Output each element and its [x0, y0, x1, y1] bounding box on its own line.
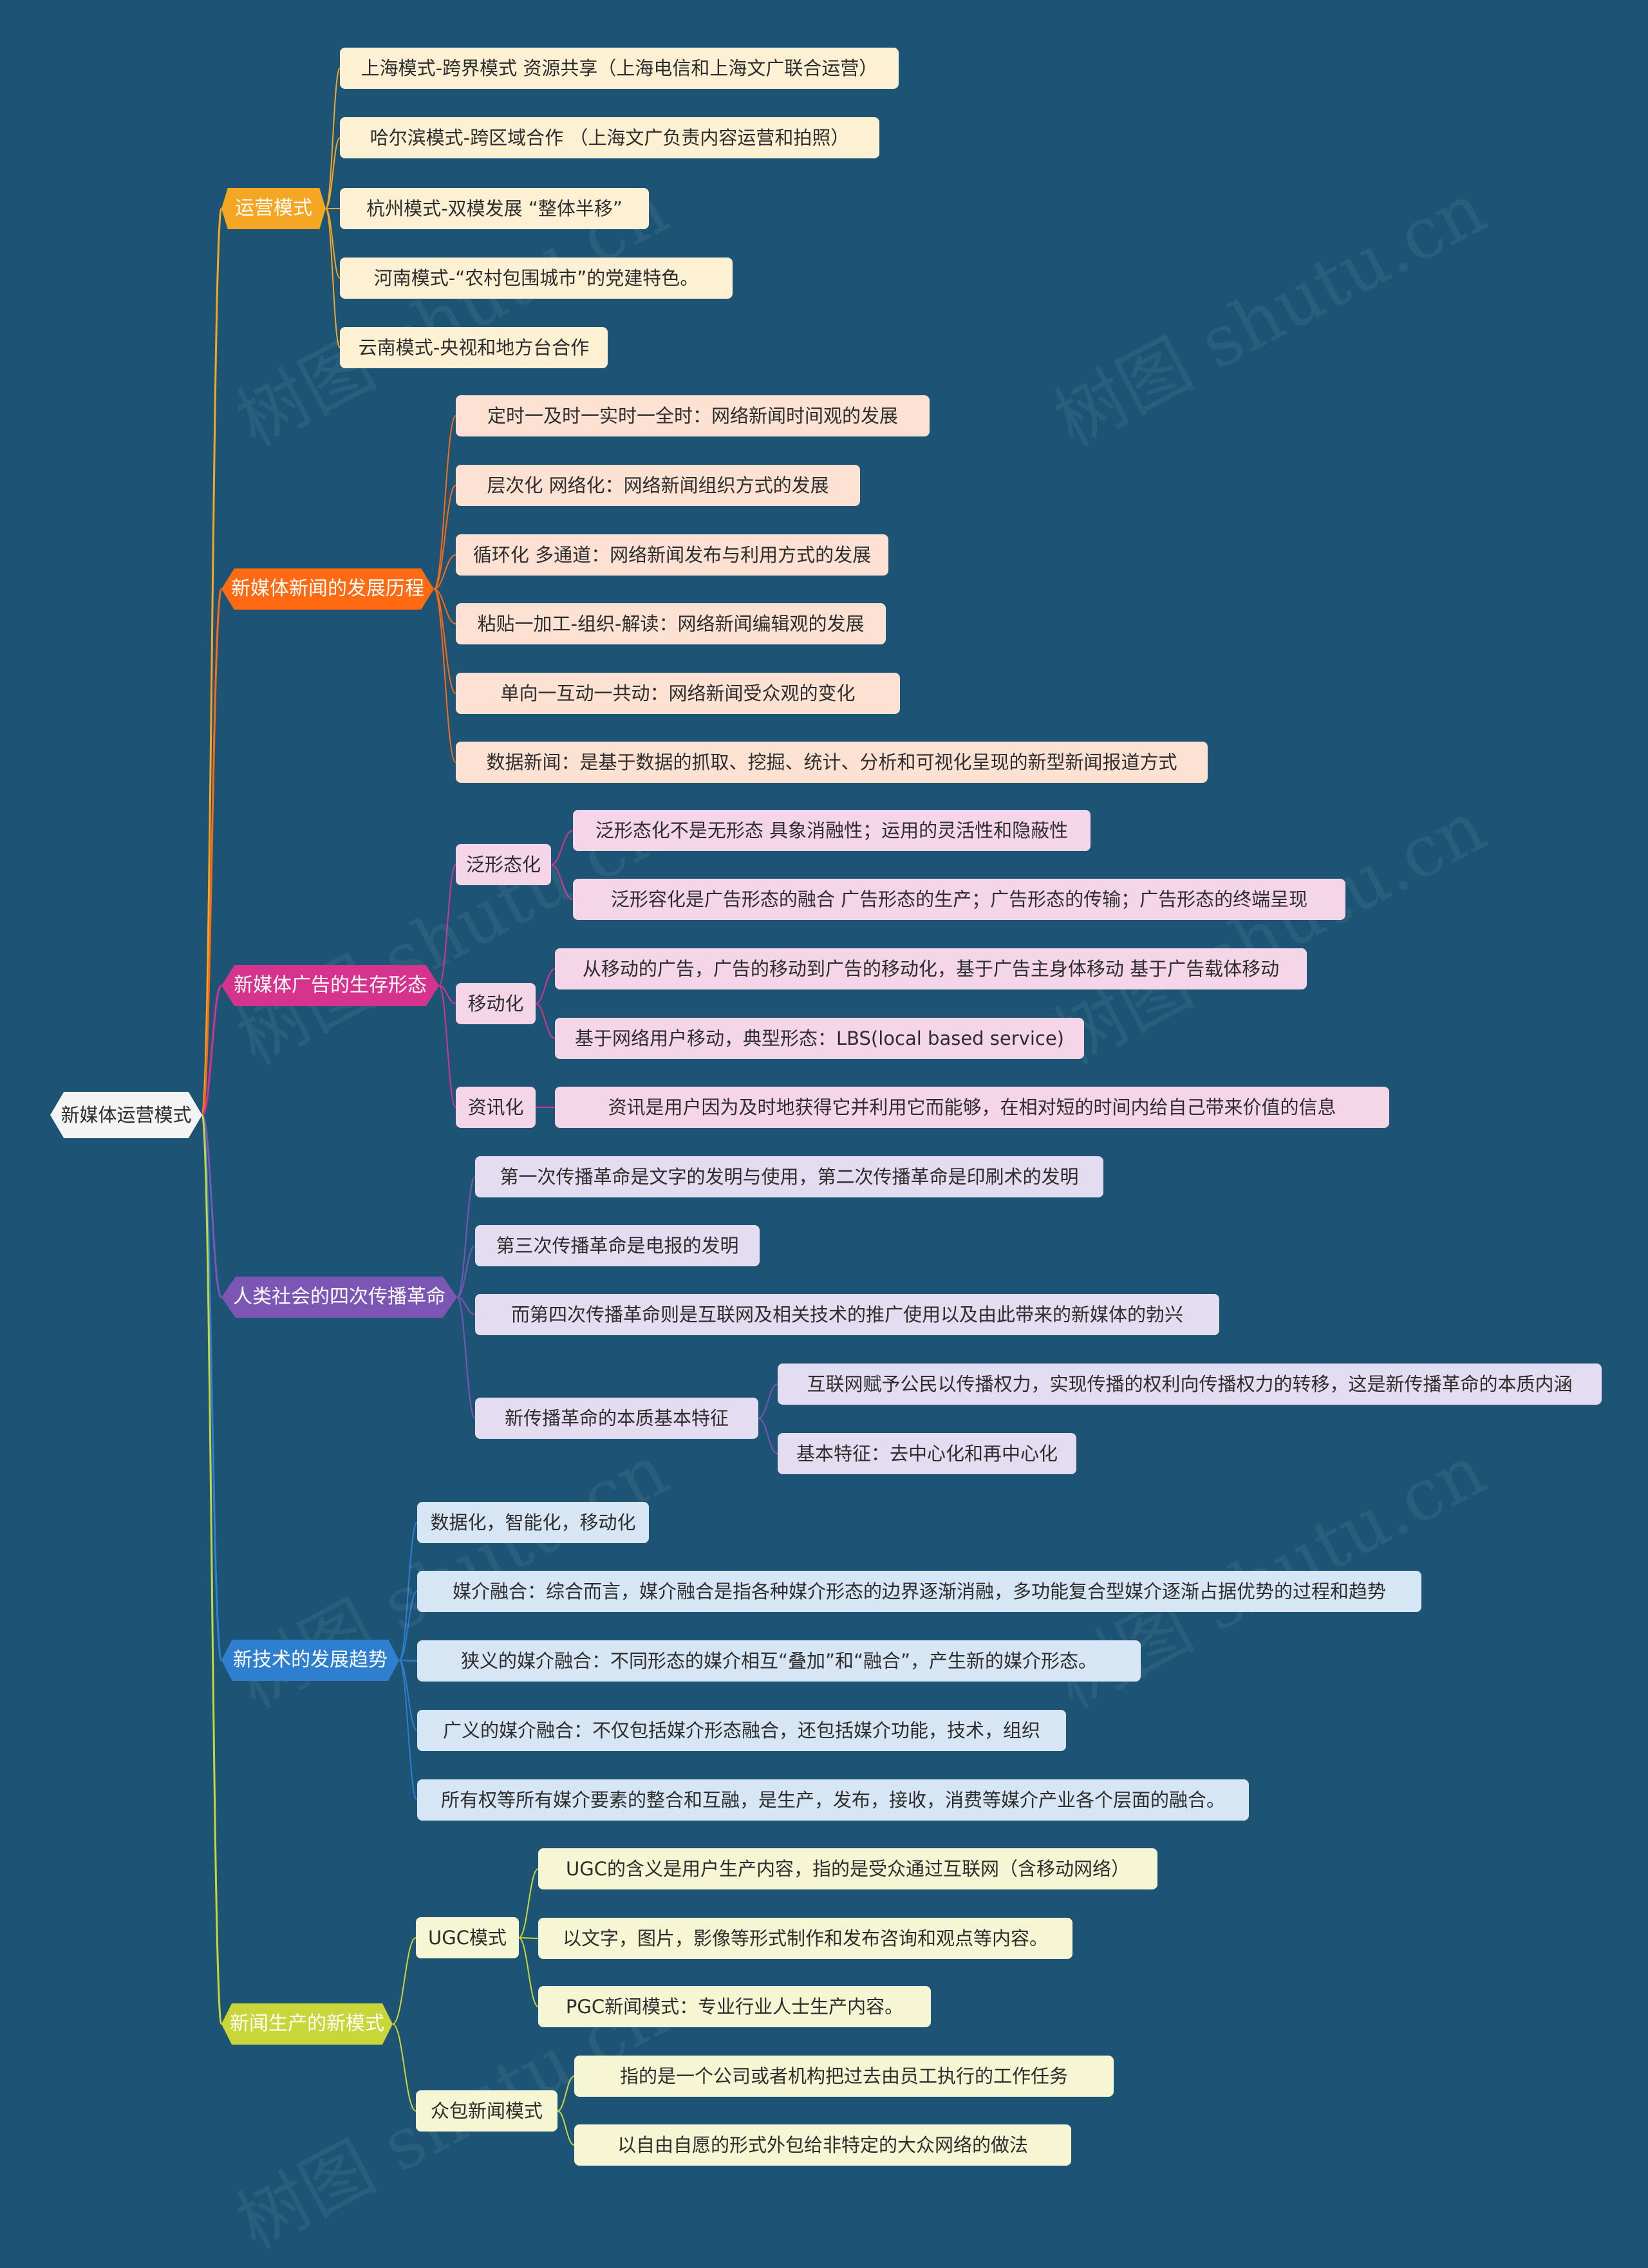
sub-node-2-2[interactable]: 资讯化: [456, 1087, 536, 1128]
connector-line: [433, 588, 456, 624]
leaf-node-1-1[interactable]: 层次化 网络化：网络新闻组织方式的发展: [456, 465, 860, 506]
connector-line: [438, 985, 456, 1108]
leaf-node-0-3[interactable]: 河南模式-“农村包围城市”的党建特色。: [340, 258, 733, 299]
leaf-node-3-3-1[interactable]: 基本特征：去中心化和再中心化: [778, 1433, 1076, 1474]
leaf-node-5-0-2[interactable]: PGC新闻模式：专业行业人士生产内容。: [538, 1986, 931, 2027]
leaf-node-3-0[interactable]: 第一次传播革命是文字的发明与使用，第二次传播革命是印刷术的发明: [475, 1156, 1103, 1197]
leaf-node-5-1-1[interactable]: 以自由自愿的形式外包给非特定的大众网络的做法: [574, 2124, 1071, 2166]
leaf-node-2-0-0[interactable]: 泛形态化不是无形态 具象消融性；运用的灵活性和隐蔽性: [573, 810, 1091, 851]
leaf-node-3-3-0[interactable]: 互联网赋予公民以传播权力，实现传播的权利向传播权力的转移，这是新传播革命的本质内…: [778, 1364, 1602, 1405]
connector-line: [398, 1660, 418, 1731]
connector-line: [392, 1937, 417, 2025]
connector-line: [201, 207, 223, 1116]
leaf-node-4-3[interactable]: 广义的媒介融合：不仅包括媒介形态融合，还包括媒介功能，技术，组织: [417, 1710, 1066, 1751]
connector-line: [535, 968, 556, 1004]
connector-line: [456, 1297, 476, 1419]
connector-line: [325, 208, 341, 348]
sub-node-2-1[interactable]: 移动化: [456, 983, 536, 1024]
branch-node-1[interactable]: 新媒体新闻的发展历程: [221, 568, 434, 610]
leaf-node-1-3[interactable]: 粘贴一加工-组织-解读：网络新闻编辑观的发展: [456, 603, 886, 644]
connector-line: [325, 137, 341, 209]
connector-line: [433, 588, 456, 763]
connector-line: [456, 1176, 476, 1298]
connector-line: [398, 1591, 418, 1661]
connector-line: [433, 485, 456, 590]
connector-line: [456, 1245, 476, 1298]
connector-line: [438, 864, 456, 986]
leaf-node-0-1[interactable]: 哈尔滨模式-跨区域合作 （上海文广负责内容运营和拍照）: [340, 117, 879, 158]
connector-line: [557, 2076, 575, 2112]
connector-line: [456, 1297, 476, 1315]
connector-line: [201, 588, 223, 1116]
sub-node-5-0[interactable]: UGC模式: [416, 1917, 519, 1958]
connector-line: [438, 985, 456, 1004]
connector-line: [758, 1383, 778, 1419]
connector-line: [535, 1003, 556, 1039]
connector-line: [550, 830, 574, 865]
connector-line: [758, 1418, 778, 1454]
leaf-node-5-0-1[interactable]: 以文字，图片，影像等形式制作和发布咨询和观点等内容。: [538, 1918, 1072, 1959]
connector-line: [518, 1868, 539, 1938]
leaf-node-1-2[interactable]: 循环化 多通道：网络新闻发布与利用方式的发展: [456, 534, 888, 576]
root-node[interactable]: 新媒体运营模式: [50, 1092, 202, 1138]
connector-line: [433, 588, 456, 694]
leaf-node-5-1-0[interactable]: 指的是一个公司或者机构把过去由员工执行的工作任务: [574, 2056, 1114, 2097]
sub-node-5-1[interactable]: 众包新闻模式: [416, 2090, 557, 2132]
branch-node-3[interactable]: 人类社会的四次传播革命: [221, 1277, 457, 1318]
leaf-node-0-4[interactable]: 云南模式-央视和地方台合作: [340, 327, 608, 368]
leaf-node-2-1-1[interactable]: 基于网络用户移动，典型形态：LBS(local based service): [555, 1018, 1084, 1059]
connector-line: [201, 1114, 223, 1298]
leaf-node-2-1-0[interactable]: 从移动的广告，广告的移动到广告的移动化，基于广告主身体移动 基于广告载体移动: [555, 948, 1307, 989]
branch-node-4[interactable]: 新技术的发展趋势: [221, 1640, 399, 1681]
connector-line: [433, 415, 456, 590]
connector-line: [201, 984, 223, 1116]
connector-layer: [201, 68, 778, 2146]
leaf-node-5-0-0[interactable]: UGC的含义是用户生产内容，指的是受众通过互联网（含移动网络）: [538, 1848, 1157, 1889]
sub-node-3-3[interactable]: 新传播革命的本质基本特征: [475, 1398, 758, 1439]
connector-line: [398, 1660, 418, 1801]
leaf-node-1-0[interactable]: 定时一及时一实时一全时：网络新闻时间观的发展: [456, 395, 930, 436]
leaf-node-1-4[interactable]: 单向一互动一共动：网络新闻受众观的变化: [456, 673, 900, 714]
branch-node-5[interactable]: 新闻生产的新模式: [221, 2003, 393, 2045]
connector-line: [398, 1522, 418, 1661]
leaf-node-0-2[interactable]: 杭州模式-双模发展 “整体半移”: [340, 188, 649, 229]
connector-line: [518, 1937, 539, 2007]
leaf-node-4-0[interactable]: 数据化，智能化，移动化: [417, 1502, 649, 1543]
leaf-node-4-2[interactable]: 狭义的媒介融合：不同形态的媒介相互“叠加”和“融合”，产生新的媒介形态。: [417, 1640, 1141, 1682]
leaf-node-0-0[interactable]: 上海模式-跨界模式 资源共享（上海电信和上海文广联合运营）: [340, 48, 899, 89]
leaf-node-2-2-0[interactable]: 资讯是用户因为及时地获得它并利用它而能够，在相对短的时间内给自己带来价值的信息: [555, 1087, 1389, 1128]
connector-line: [201, 1114, 223, 2025]
leaf-node-3-1[interactable]: 第三次传播革命是电报的发明: [475, 1225, 760, 1266]
branch-node-2[interactable]: 新媒体广告的生存形态: [221, 965, 439, 1006]
connector-line: [398, 1660, 418, 1662]
connector-line: [325, 68, 341, 209]
leaf-node-4-4[interactable]: 所有权等所有媒介要素的整合和互融，是生产，发布，接收，消费等媒介产业各个层面的融…: [417, 1779, 1249, 1821]
leaf-node-4-1[interactable]: 媒介融合：综合而言，媒介融合是指各种媒介形态的边界逐渐消融，多功能复合型媒介逐渐…: [417, 1571, 1421, 1612]
leaf-node-1-5[interactable]: 数据新闻：是基于数据的抓取、挖掘、统计、分析和可视化呈现的新型新闻报道方式: [456, 742, 1208, 783]
leaf-node-3-2[interactable]: 而第四次传播革命则是互联网及相关技术的推广使用以及由此带来的新媒体的勃兴: [475, 1294, 1219, 1335]
connector-line: [550, 864, 574, 900]
connector-line: [557, 2110, 575, 2146]
leaf-node-2-0-1[interactable]: 泛形容化是广告形态的融合 广告形态的生产；广告形态的传输；广告形态的终端呈现: [573, 879, 1345, 920]
connector-line: [433, 554, 456, 590]
branch-node-0[interactable]: 运营模式: [221, 188, 326, 229]
sub-node-2-0[interactable]: 泛形态化: [456, 844, 551, 885]
connector-line: [392, 2023, 417, 2112]
